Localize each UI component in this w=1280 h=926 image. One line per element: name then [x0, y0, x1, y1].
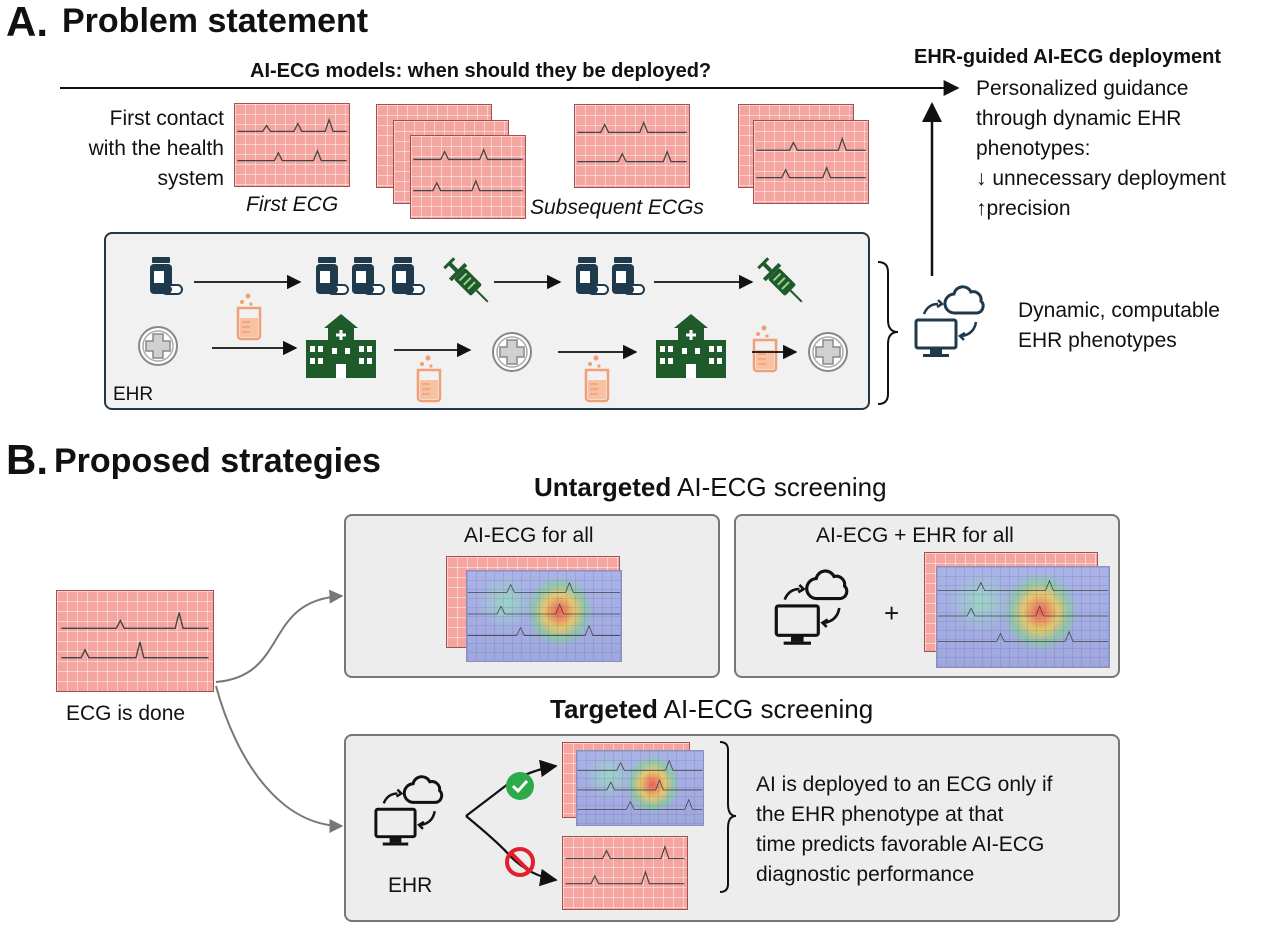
targeted-ehr-label: EHR [388, 874, 433, 897]
deployment-line: through dynamic EHR [976, 107, 1182, 130]
ecg-done-ecg [56, 590, 214, 692]
first-contact-label: First contact with the health system [60, 104, 224, 194]
section-b-letter: B. [6, 436, 48, 483]
ai-ecg-all-label: AI-ECG for all [464, 524, 594, 547]
untargeted-bold: Untargeted [534, 472, 672, 502]
first-ecg [234, 103, 350, 187]
deployment-line: Personalized guidance [976, 77, 1189, 100]
cloud-computer-icon [914, 285, 985, 359]
ai-ecg-ehr-all-heatmap [936, 566, 1110, 668]
targeted-rest: AI-ECG screening [657, 694, 874, 724]
phenotype-label: Dynamic, computable EHR phenotypes [1018, 296, 1220, 356]
deployment-line: phenotypes: [976, 137, 1091, 160]
first-contact-line: First contact [109, 107, 224, 130]
first-contact-line: system [157, 167, 224, 190]
targeted-line: the EHR phenotype at that [756, 803, 1004, 826]
targeted-heading: Targeted AI-ECG screening [550, 694, 873, 725]
deployment-line: ↑precision [976, 197, 1071, 220]
ehr-panel-label: EHR [113, 384, 154, 405]
subsequent-ecg-1c [410, 135, 526, 219]
section-a-title: Problem statement [62, 2, 369, 40]
untargeted-heading: Untargeted AI-ECG screening [534, 472, 887, 503]
subsequent-ecg-2 [574, 104, 690, 188]
targeted-ecg-bottom [562, 836, 688, 910]
ecg-done-label: ECG is done [66, 702, 186, 725]
ai-ecg-all-heatmap [466, 570, 622, 662]
section-a-letter: A. [6, 0, 48, 45]
ai-ecg-ehr-all-label: AI-ECG + EHR for all [816, 524, 1014, 547]
plus-sign: + [884, 598, 900, 628]
deployment-description: Personalized guidance through dynamic EH… [976, 74, 1226, 224]
phenotype-line: EHR phenotypes [1018, 329, 1177, 352]
first-ecg-label: First ECG [246, 193, 339, 216]
ehr-timeline-panel [104, 232, 870, 410]
section-b-title: Proposed strategies [54, 442, 381, 480]
targeted-heatmap [576, 750, 704, 826]
untargeted-rest: AI-ECG screening [671, 472, 887, 502]
deployment-question: AI-ECG models: when should they be deplo… [250, 60, 712, 82]
targeted-line: time predicts favorable AI-ECG [756, 833, 1045, 856]
targeted-bold: Targeted [550, 694, 658, 724]
subsequent-ecg-3b [753, 120, 869, 204]
targeted-line: diagnostic performance [756, 863, 975, 886]
first-contact-line: with the health [88, 137, 224, 160]
phenotype-line: Dynamic, computable [1018, 299, 1220, 322]
targeted-description: AI is deployed to an ECG only if the EHR… [756, 770, 1053, 890]
targeted-line: AI is deployed to an ECG only if [756, 773, 1053, 796]
subsequent-ecgs-label: Subsequent ECGs [530, 196, 704, 219]
deployment-title: EHR-guided AI-ECG deployment [914, 46, 1222, 68]
deployment-line: ↓ unnecessary deployment [976, 167, 1226, 190]
